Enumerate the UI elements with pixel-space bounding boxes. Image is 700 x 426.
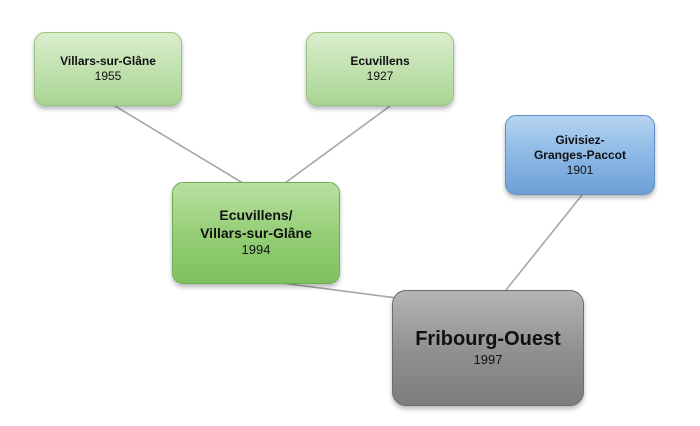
node-year: 1901 (566, 162, 594, 177)
node-ecuvillens: Ecuvillens 1927 (306, 32, 454, 106)
node-label-line2: Granges-Paccot (533, 147, 627, 162)
node-year: 1955 (94, 69, 122, 83)
node-villars-sur-glane: Villars-sur-Glâne 1955 (34, 32, 182, 106)
connector-ecuvillens-to-merged (265, 105, 391, 198)
node-label: Fribourg-Ouest (415, 328, 561, 351)
node-label-line1: Ecuvillens/ (219, 207, 293, 224)
node-year: 1994 (241, 242, 271, 258)
node-label: Ecuvillens (350, 54, 410, 68)
node-label-line2: Villars-sur-Glâne (200, 224, 312, 241)
connector-villars-to-merged (114, 105, 267, 198)
node-year: 1997 (473, 352, 503, 368)
node-givisiez-granges-paccot: Givisiez- Granges-Paccot 1901 (505, 115, 655, 195)
node-label-line1: Givisiez- (555, 132, 605, 147)
node-ecuvillens-villars-sur-glane: Ecuvillens/ Villars-sur-Glâne 1994 (172, 182, 340, 284)
node-fribourg-ouest: Fribourg-Ouest 1997 (392, 290, 584, 406)
node-label: Villars-sur-Glâne (60, 54, 156, 68)
node-year: 1927 (366, 69, 394, 83)
